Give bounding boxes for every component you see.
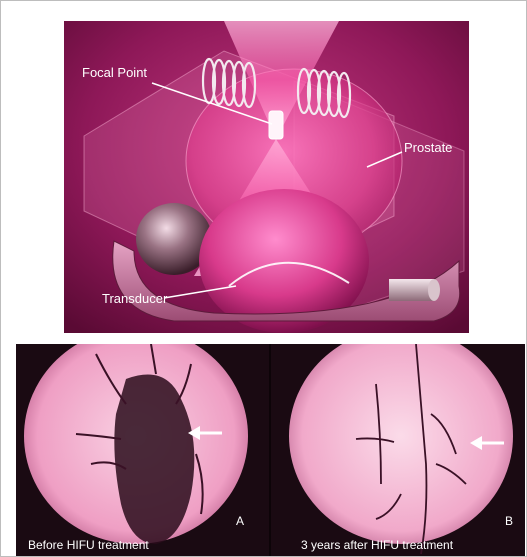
label-focal-point: Focal Point <box>82 65 147 80</box>
angiogram-comparison: A Before HIFU treatment <box>16 344 525 556</box>
caption-before: Before HIFU treatment <box>28 538 149 552</box>
focal-point-mark <box>269 111 283 139</box>
image-a-letter: A <box>236 514 244 528</box>
image-b-letter: B <box>505 514 513 528</box>
label-prostate: Prostate <box>404 140 452 155</box>
label-transducer: Transducer <box>102 291 168 306</box>
caption-after: 3 years after HIFU treatment <box>301 538 454 552</box>
angiogram-svg: A Before HIFU treatment <box>16 344 525 556</box>
cylinder-object <box>389 279 440 301</box>
hifu-illustration-svg: Focal Point Prostate Transducer <box>64 21 469 333</box>
hifu-illustration: Focal Point Prostate Transducer <box>64 21 469 333</box>
